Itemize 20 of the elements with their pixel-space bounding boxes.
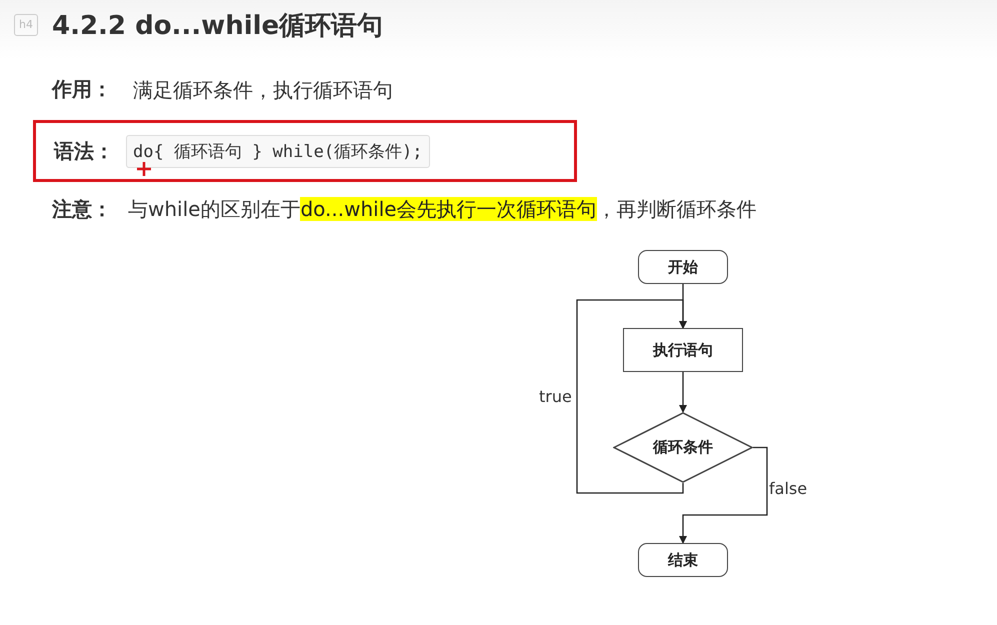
arrow	[576, 299, 687, 494]
code-snippet: do{ 循环语句 } while(循环条件);	[126, 134, 430, 168]
node-label: 开始	[668, 258, 698, 276]
process-box	[623, 328, 743, 372]
arrow	[679, 446, 768, 544]
note-text: 与while的区别在于do...while会先执行一次循环语句，再判断循环条件	[128, 196, 757, 223]
page-title: 4.2.2 do...while循环语句	[52, 10, 384, 43]
field-label: 语法：	[54, 138, 114, 164]
node-label: 循环条件	[653, 438, 713, 457]
arrow	[679, 372, 687, 413]
field-label: 注意：	[52, 196, 112, 223]
node-label: 结束	[668, 550, 698, 570]
h4-badge: h4	[14, 14, 38, 36]
field-label: 作用：	[52, 76, 112, 103]
node-label: 执行语句	[653, 340, 713, 360]
decision-diamond	[613, 412, 753, 483]
terminal-box	[638, 250, 728, 284]
description-text: 满足循环条件，执行循环语句	[133, 77, 393, 104]
terminal-box	[638, 543, 728, 577]
highlight-frame	[33, 120, 577, 182]
